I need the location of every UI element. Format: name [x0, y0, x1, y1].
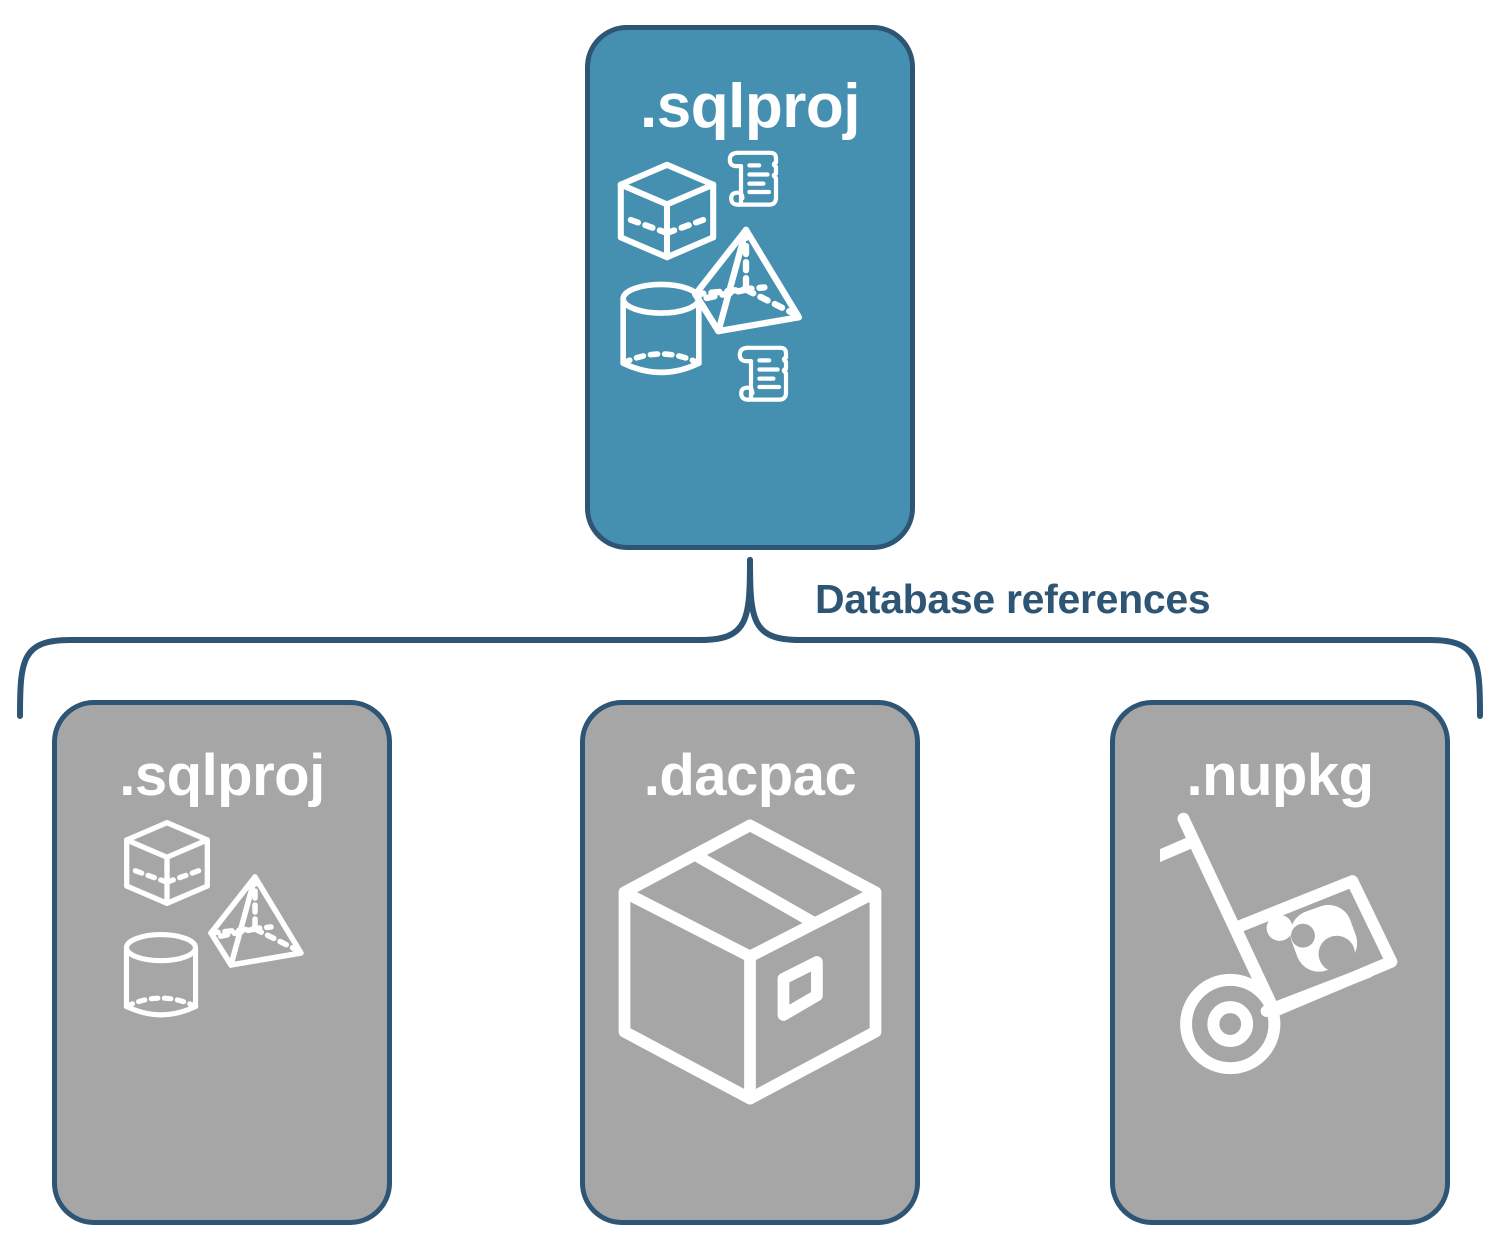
reference-card-nupkg-icon-group: [1115, 805, 1445, 1220]
reference-card-nupkg-title: .nupkg: [1186, 743, 1374, 808]
scroll-script-icon: [727, 150, 779, 207]
scroll-script-icon: [737, 345, 789, 402]
wireframe-pyramid-icon: [692, 226, 803, 335]
wireframe-pyramid-icon: [208, 874, 304, 968]
wireframe-cylinder-icon: [123, 932, 199, 1018]
root-card-sqlproj[interactable]: .sqlproj: [585, 25, 915, 550]
nuget-hand-truck-icon: [1160, 812, 1398, 1075]
wireframe-cylinder-icon: [620, 281, 702, 376]
reference-card-sqlproj-title: .sqlproj: [119, 743, 325, 808]
connector-label: Database references: [815, 576, 1211, 622]
root-card-icon-group: [590, 138, 910, 545]
reference-card-nupkg[interactable]: .nupkg: [1110, 700, 1450, 1225]
reference-card-dacpac-icon-group: [585, 805, 915, 1220]
reference-card-sqlproj-icon-group: [57, 805, 387, 1220]
reference-card-dacpac[interactable]: .dacpac: [580, 700, 920, 1225]
wireframe-cube-icon: [124, 820, 210, 906]
reference-card-sqlproj[interactable]: .sqlproj: [52, 700, 392, 1225]
reference-card-dacpac-title: .dacpac: [643, 743, 857, 808]
shipping-box-icon: [618, 819, 882, 1105]
root-card-title: .sqlproj: [640, 72, 860, 141]
wireframe-cube-icon: [617, 161, 717, 261]
